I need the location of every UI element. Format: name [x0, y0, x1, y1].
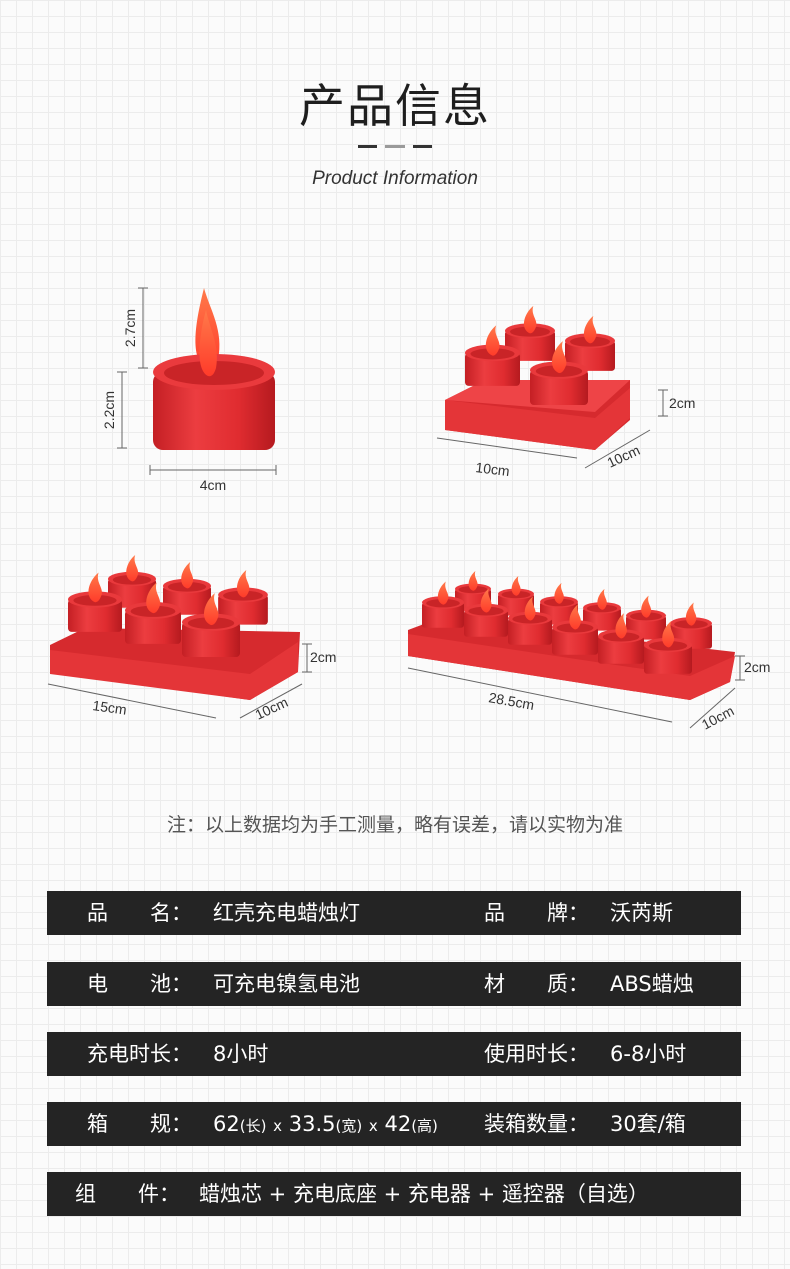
spec-value-name: 红壳充电蜡烛灯 [213, 901, 360, 925]
spec-value-battery: 可充电镍氢电池 [213, 972, 360, 996]
carton-length-unit: (长) [239, 1117, 267, 1135]
dim-height: 2cm [669, 395, 695, 411]
spec-row-battery-material: 电 池： 可充电镍氢电池 材 质： ABS蜡烛 [47, 962, 741, 1006]
figure-twelve-candle-set: 2cm 28.5cm 10cm [407, 571, 770, 733]
dim-height: 2cm [310, 649, 336, 665]
spec-value-charge-time: 8小时 [213, 1042, 269, 1066]
spec-value-components: 蜡烛芯 + 充电底座 + 充电器 + 遥控器（自选） [199, 1182, 649, 1206]
spec-value-material: ABS蜡烛 [610, 972, 694, 996]
measurement-note: 注：以上数据均为手工测量，略有误差，请以实物为准 [166, 814, 623, 836]
figure-six-candle-set: 2cm 15cm 10cm [47, 555, 336, 723]
figure-single-candle: 2.7cm 2.2cm 4cm [101, 287, 277, 493]
spec-label-quantity: 装箱数量： [484, 1112, 589, 1136]
spec-row-name-brand: 品 名： 红壳充电蜡烛灯 品 牌： 沃芮斯 [47, 891, 741, 935]
times-sign: x [273, 1117, 283, 1135]
page-subtitle: Product Information [312, 168, 478, 189]
figure-four-candle-set: 2cm 10cm 10cm [436, 305, 695, 479]
spec-label-name: 品 名： [87, 901, 192, 925]
title-divider [358, 145, 432, 149]
spec-label-carton-size: 箱 规： [87, 1112, 192, 1136]
spec-value-carton-size: 62(长) x 33.5(宽) x 42(高) [213, 1102, 438, 1146]
spec-value-quantity: 30套/箱 [610, 1112, 686, 1136]
spec-value-brand: 沃芮斯 [610, 901, 673, 925]
spec-label-battery: 电 池： [87, 972, 192, 996]
dim-length: 10cm [475, 459, 511, 479]
dim-width: 10cm [253, 694, 291, 723]
carton-height-unit: (高) [411, 1117, 438, 1135]
dim-flame-height: 2.7cm [122, 309, 138, 347]
spec-value-use-time: 6-8小时 [610, 1042, 687, 1066]
carton-width-unit: (宽) [335, 1117, 363, 1135]
divider-dash [412, 145, 432, 148]
divider-dash [358, 145, 378, 148]
spec-row-components: 组 件： 蜡烛芯 + 充电底座 + 充电器 + 遥控器（自选） [47, 1172, 741, 1216]
spec-label-material: 材 质： [484, 972, 589, 996]
dim-height: 2cm [744, 659, 770, 675]
spec-label-use-time: 使用时长： [484, 1042, 589, 1066]
page-title: 产品信息 [299, 79, 491, 133]
carton-height: 42 [384, 1112, 412, 1136]
spec-label-brand: 品 牌： [484, 901, 589, 925]
divider-dash [385, 145, 405, 148]
dim-length: 28.5cm [487, 689, 535, 713]
spec-row-carton-quantity: 箱 规： 62(长) x 33.5(宽) x 42(高) 装箱数量： 30套/箱 [47, 1102, 741, 1146]
dim-length: 15cm [92, 697, 128, 718]
times-sign: x [368, 1117, 378, 1135]
dim-body-height: 2.2cm [101, 391, 117, 429]
carton-length: 62 [213, 1112, 240, 1136]
spec-row-charge-use-time: 充电时长： 8小时 使用时长： 6-8小时 [47, 1032, 741, 1076]
dim-width: 4cm [200, 477, 226, 493]
dim-width: 10cm [699, 702, 737, 732]
spec-label-components: 组 件： [75, 1182, 180, 1206]
spec-label-charge-time: 充电时长： [87, 1042, 192, 1066]
candle-body [153, 372, 275, 450]
carton-width: 33.5 [288, 1112, 336, 1136]
